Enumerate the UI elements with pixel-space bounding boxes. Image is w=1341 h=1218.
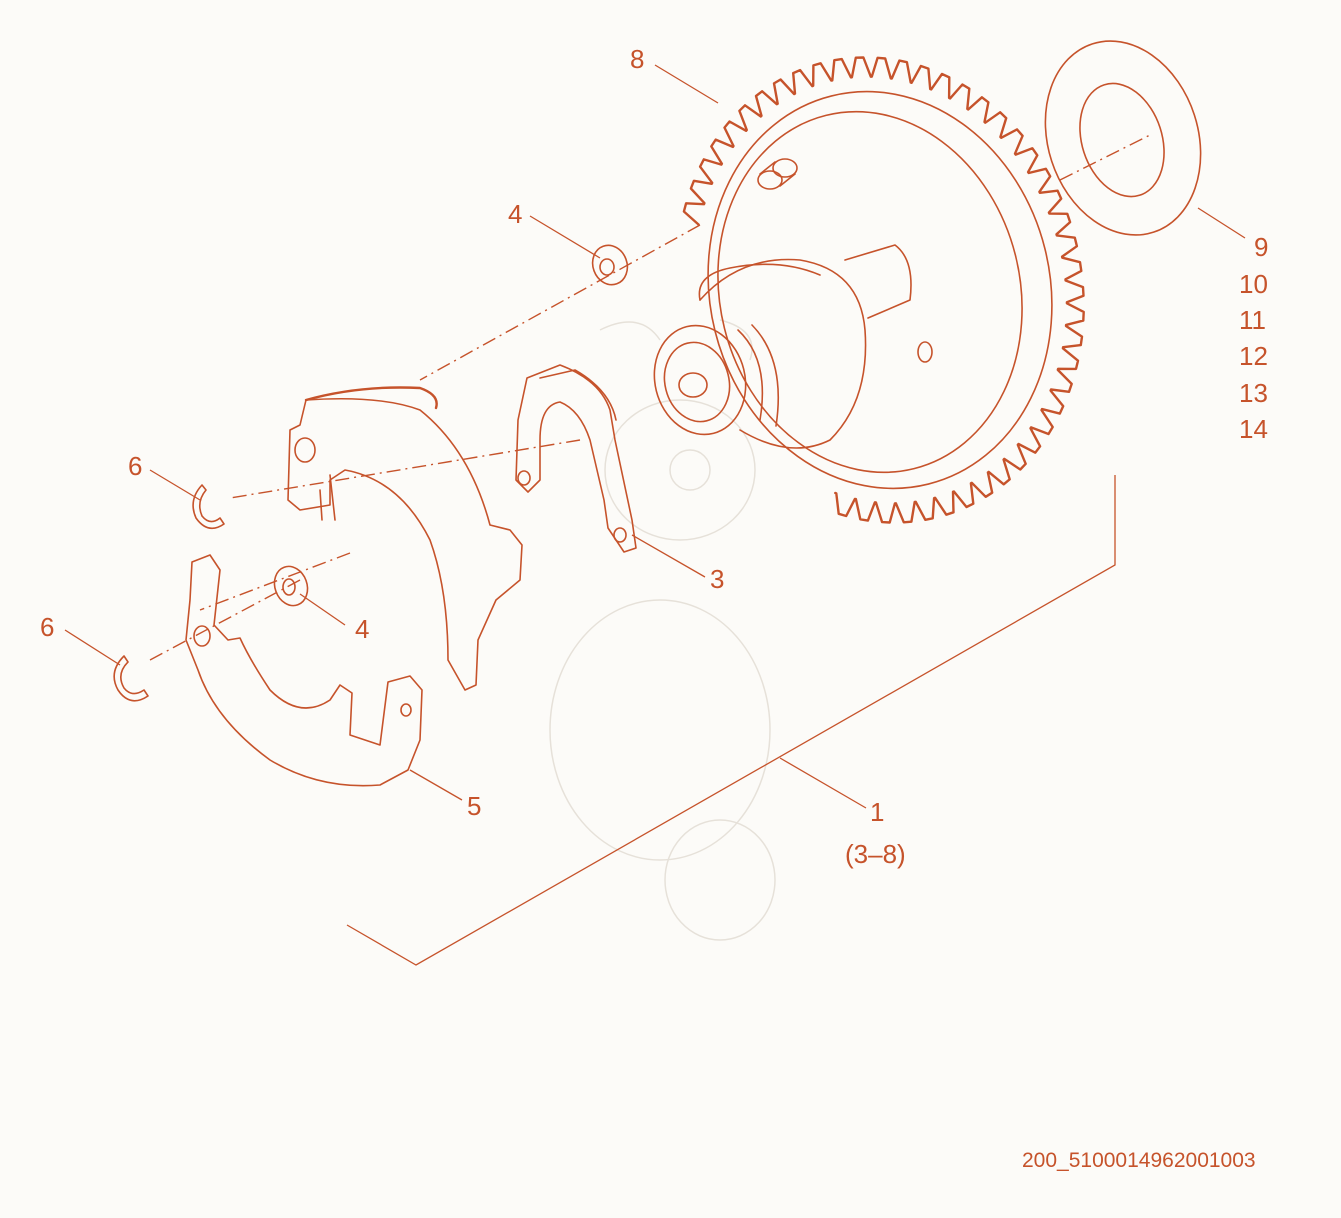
callout-6-bottom: 6 (40, 612, 54, 642)
housing-plate (287, 386, 523, 691)
callout-10: 10 (1239, 269, 1268, 299)
callout-1-range: (3–8) (845, 839, 906, 869)
large-gear (653, 56, 1085, 524)
callout-12: 12 (1239, 341, 1268, 371)
thrust-washer (1044, 40, 1202, 236)
u-bracket (515, 364, 637, 553)
callout-11: 11 (1239, 305, 1266, 335)
callout-13: 13 (1239, 378, 1268, 408)
circlip-top (192, 484, 225, 530)
center-lines (149, 134, 1151, 661)
callout-6-top: 6 (128, 451, 142, 481)
callout-8: 8 (630, 44, 644, 74)
small-washer-bottom (273, 565, 309, 607)
callout-4-bottom: 4 (355, 614, 369, 644)
circlip-bottom (113, 655, 149, 702)
small-washer-top (591, 244, 629, 286)
assembly-bracket (346, 475, 1116, 966)
drawing-code: 200_5100014962001003 (1022, 1149, 1256, 1172)
callout-1: 1 (870, 797, 884, 827)
callout-5: 5 (467, 791, 481, 821)
callout-4-top: 4 (508, 199, 522, 229)
leader-lines (64, 64, 1246, 809)
callout-3: 3 (710, 564, 724, 594)
watermark-figure (549, 319, 776, 941)
lower-plate (185, 554, 423, 787)
callout-9: 9 (1254, 232, 1268, 262)
callout-14: 14 (1239, 414, 1268, 444)
